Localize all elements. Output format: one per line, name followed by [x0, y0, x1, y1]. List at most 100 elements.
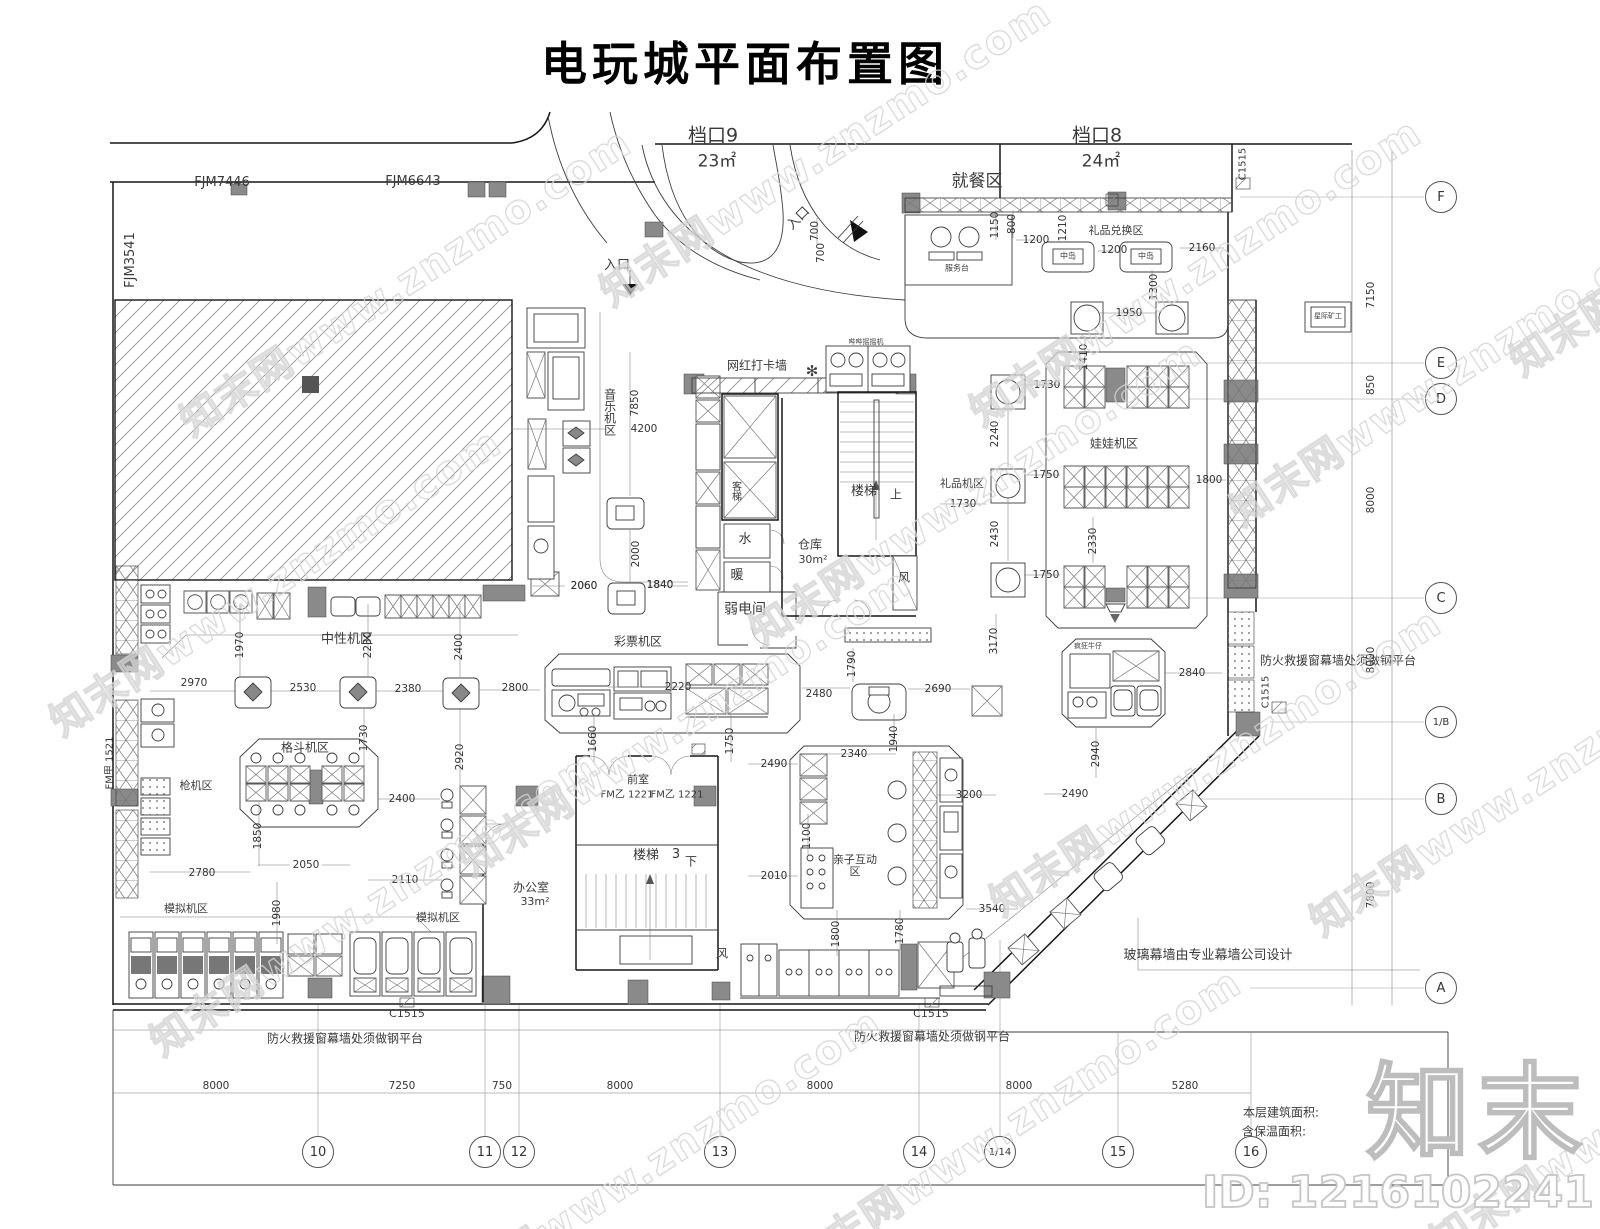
fight-zone: [240, 738, 379, 828]
truss-walls: [115, 197, 1257, 909]
dimension-label: 5280: [1171, 1080, 1199, 1092]
photo-wall: [691, 345, 911, 394]
zone-label: 入口: [603, 257, 631, 273]
zone-label: 枪机区: [179, 778, 213, 792]
dimension-label: 1100: [801, 822, 813, 850]
dimension-label: 700: [809, 220, 821, 242]
simulator-row: [128, 931, 476, 998]
dimension-label: 800: [1006, 213, 1018, 235]
zone-label: 亲子互动区: [833, 852, 877, 878]
dimension-label: 2050: [292, 859, 320, 871]
dimension-label: 3200: [955, 789, 983, 801]
cowboy-cluster: [1061, 639, 1165, 728]
drawing-id-label: ID: 1216102241: [1201, 1167, 1595, 1218]
zone-label: 本层建筑面积:: [1242, 1105, 1320, 1120]
zone-label: 前室: [627, 772, 649, 786]
dimension-label: 2490: [760, 758, 788, 770]
hatched-roof-area: [114, 299, 513, 581]
dimension-label: 700: [815, 242, 827, 264]
dimension-label: 1750: [1032, 569, 1060, 581]
zone-label: 玻璃幕墙由专业幕墙公司设计: [1123, 947, 1293, 963]
gift-machine-column: [990, 374, 1026, 598]
dimension-label: 8000: [1005, 1080, 1033, 1092]
zone-label: 防火救援窗幕墙处须做钢平台: [1259, 653, 1417, 668]
dimension-label: 1730: [358, 724, 370, 752]
dimension-label: 7250: [388, 1080, 416, 1092]
dimension-label: 850: [1365, 374, 1377, 396]
zone-label: 弱电间: [724, 601, 766, 618]
grid-bubble-D: D: [1425, 383, 1457, 415]
kids-ride-row: [740, 929, 993, 998]
diagonal-machines: [951, 767, 1420, 970]
dimension-label: 1840: [646, 579, 674, 591]
zone-label: 服务台: [945, 263, 969, 273]
dimension-label: 1660: [587, 725, 599, 753]
office-area: [440, 786, 506, 1002]
dimension-label: 2220: [664, 681, 692, 693]
dimension-label: 2940: [1090, 740, 1102, 768]
zone-label: 办公室: [512, 880, 550, 895]
grid-bubble-B: B: [1425, 783, 1457, 815]
zone-label: 彩票机区: [613, 634, 663, 649]
dimension-label: 1850: [252, 822, 264, 850]
zone-label: 就餐区: [951, 171, 1003, 192]
dining-gift-area: [904, 214, 1352, 335]
dimension-label: 2000: [630, 540, 642, 568]
zone-label: 上: [889, 487, 903, 502]
dimension-label: 8000: [1365, 646, 1377, 674]
grid-bubble-11: 11: [469, 1136, 501, 1168]
zone-label: 楼梯: [850, 483, 878, 499]
window-symbols: [399, 177, 1287, 1008]
zone-label: C1515: [389, 1006, 425, 1020]
dimension-label: 1210: [1057, 214, 1069, 242]
central-stair-warehouse: [781, 391, 918, 617]
claw-machine-zone: [1045, 351, 1208, 629]
dimension-label: 2060: [570, 580, 598, 592]
dimension-label: 1410: [1078, 343, 1090, 371]
zone-label: 33m²: [520, 894, 550, 908]
entrance-arrows: [622, 215, 868, 296]
grid-lines: [317, 196, 1424, 1136]
dimension-label: 2110: [391, 874, 419, 886]
zone-label: FJM7446: [194, 174, 250, 190]
lottery-zone: [544, 654, 801, 733]
znzmo-logo: 知末: [1365, 1052, 1590, 1174]
dimension-label: 1800: [830, 920, 842, 948]
music-zone-column: [527, 307, 646, 615]
dimension-label: 1730: [949, 498, 977, 510]
dimension-label: 2430: [989, 520, 1001, 548]
sheet-frame: [112, 150, 1449, 1186]
zone-label: 档口8: [1071, 124, 1123, 147]
dimension-label: 7800: [1365, 881, 1377, 909]
grid-bubble-16: 16: [1235, 1136, 1267, 1168]
grid-bubble-1-14: 1/14: [984, 1136, 1016, 1168]
page-title: 电玩城平面布置图: [541, 38, 949, 90]
dimension-label: 7150: [1365, 281, 1377, 309]
zone-label: FJM6643: [385, 173, 441, 189]
grid-bubble-E: E: [1425, 347, 1457, 379]
dimension-label: 2480: [805, 688, 833, 700]
zone-label: 暖: [730, 567, 744, 583]
dimension-label: 1970: [234, 631, 246, 659]
zone-label: 星际矿工: [1314, 312, 1342, 321]
dimension-label: 1980: [271, 899, 283, 927]
zone-label: FJM3541: [122, 232, 138, 288]
dimension-label: 2970: [180, 677, 208, 689]
zone-label: 礼品兑换区: [1088, 223, 1144, 237]
dimension-label: 2380: [394, 683, 422, 695]
dimension-label: 2240: [989, 420, 1001, 448]
dimension-label: 1150: [989, 211, 1001, 239]
dimension-label: 1200: [1100, 244, 1128, 256]
zone-label: 风: [897, 570, 911, 585]
dimension-label: 750: [491, 1080, 513, 1092]
zone-label: 23㎡: [697, 151, 737, 172]
zone-label: FM甲 1521: [104, 736, 116, 790]
dimension-label: 1730: [1033, 379, 1061, 391]
zone-label: 模拟机区: [416, 910, 460, 924]
dimension-label: 8000: [806, 1080, 834, 1092]
zone-label: 中性机区: [320, 631, 374, 647]
dimension-label: 1940: [888, 725, 900, 753]
dimension-label: 1800: [1195, 474, 1223, 486]
zone-label: C1515: [913, 1006, 949, 1020]
zone-label: 模拟机区: [164, 901, 208, 915]
